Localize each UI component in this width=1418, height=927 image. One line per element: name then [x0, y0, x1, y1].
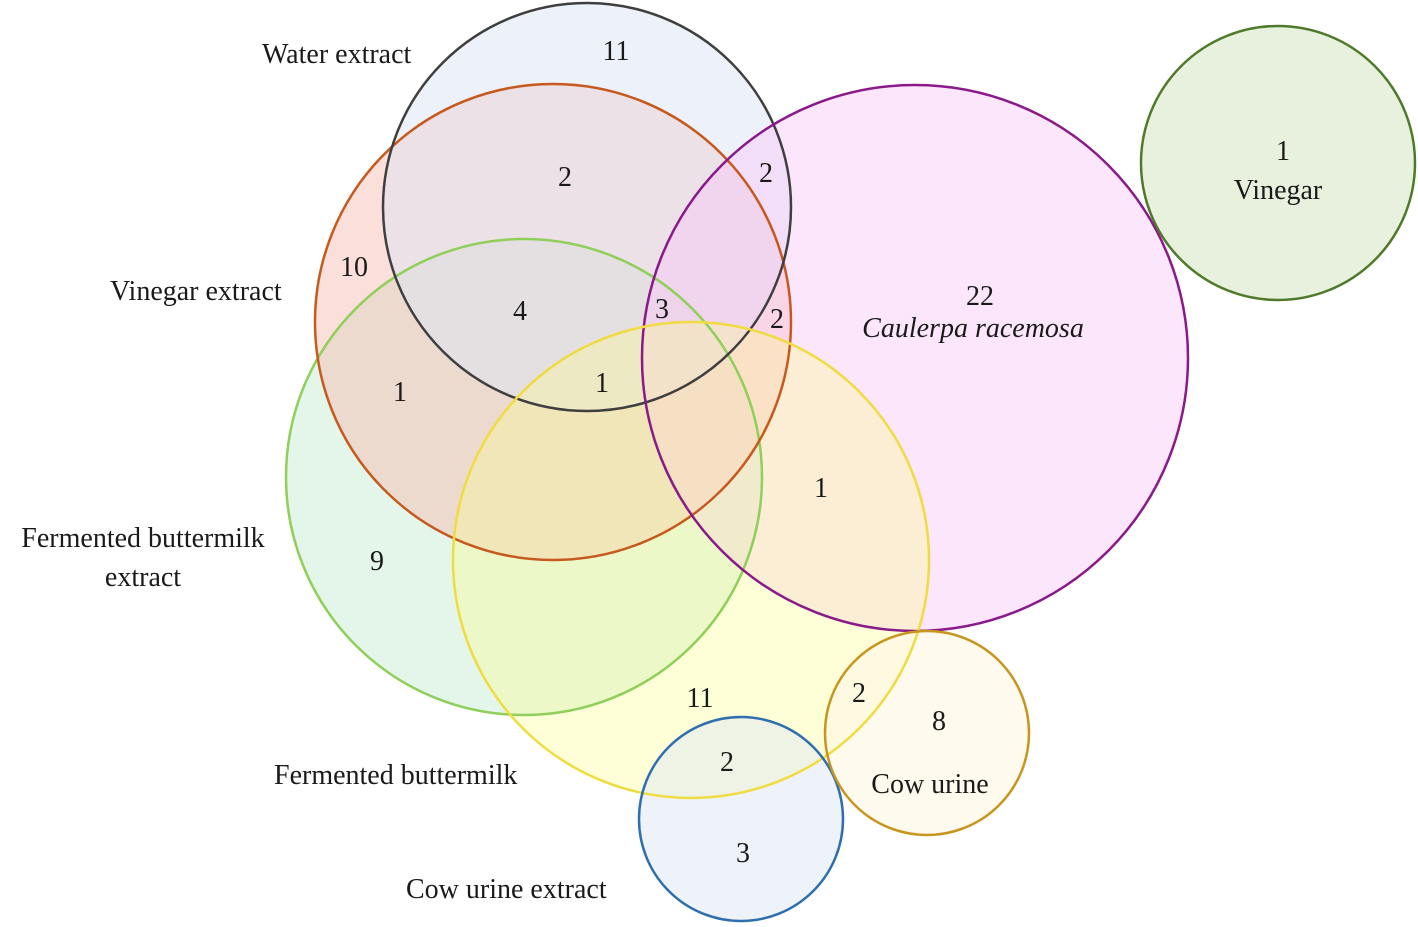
- circle-cow-urine: [825, 631, 1029, 835]
- circle-water-extract: [383, 3, 791, 411]
- label-cow-urine-extract: Cow urine extract: [406, 874, 607, 905]
- count-vinegarext-only: 10: [340, 252, 368, 283]
- count-water-vinegarext-caulerpa-top: 2: [759, 158, 773, 189]
- count-water-only: 11: [603, 36, 630, 67]
- outline-cow-urine-extract: [637, 715, 845, 923]
- count-fb-only: 11: [687, 683, 714, 714]
- count-vinegarext-fbe: 1: [393, 377, 407, 408]
- label-vinegar-extract: Vinegar extract: [110, 276, 282, 307]
- count-fb-cowurine: 2: [852, 678, 866, 709]
- label-fermented-buttermilk-extract-line1: Fermented buttermilk: [21, 523, 264, 554]
- count-cowurine-only: 8: [932, 706, 946, 737]
- label-caulerpa-racemosa: Caulerpa racemosa: [862, 313, 1084, 344]
- label-fermented-buttermilk-extract-line2: extract: [105, 562, 181, 593]
- count-water-vinegarext: 2: [558, 162, 572, 193]
- count-water-vinegarext-caulerpa: 3: [655, 294, 669, 325]
- outline-fermented-buttermilk-extract: [284, 237, 764, 717]
- outline-cow-urine: [823, 629, 1031, 837]
- count-vinegar-only: 1: [1276, 136, 1290, 167]
- label-water-extract: Water extract: [262, 39, 412, 70]
- count-vinegarext-caulerpa: 2: [770, 304, 784, 335]
- outline-vinegar: [1139, 24, 1417, 302]
- count-water-vinegarext-fbe-fb: 1: [595, 368, 609, 399]
- count-fb-cowurineext: 2: [720, 747, 734, 778]
- circle-caulerpa-racemosa: [642, 85, 1188, 631]
- outline-vinegar-extract: [313, 82, 793, 562]
- circle-vinegar: [1141, 26, 1415, 300]
- label-vinegar: Vinegar: [1234, 175, 1323, 206]
- count-cowurineext-only: 3: [736, 838, 750, 869]
- label-cow-urine: Cow urine: [871, 769, 988, 800]
- count-water-vinegarext-fbe: 4: [513, 296, 527, 327]
- outline-fermented-buttermilk: [451, 320, 931, 800]
- outline-water-extract: [381, 1, 793, 413]
- count-caulerpa-only: 22: [966, 281, 994, 312]
- circle-fermented-buttermilk: [453, 322, 929, 798]
- circle-cow-urine-extract: [639, 717, 843, 921]
- count-caulerpa-fb: 1: [814, 473, 828, 504]
- count-fbe-only: 9: [370, 546, 384, 577]
- label-fermented-buttermilk: Fermented buttermilk: [274, 760, 517, 791]
